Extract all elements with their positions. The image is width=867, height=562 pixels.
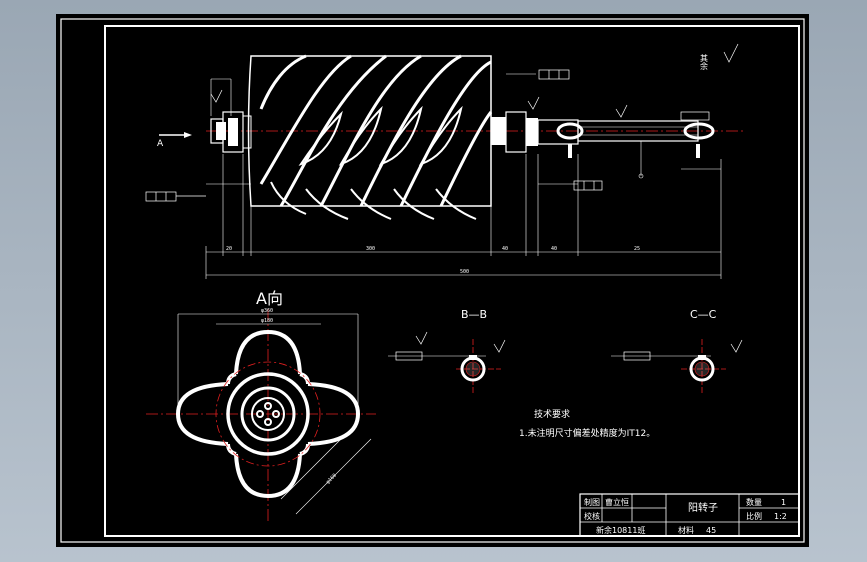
tb-material-value: 45 (706, 526, 716, 535)
helical-lobes (259, 54, 493, 207)
rotor-main-view: A (157, 54, 746, 220)
outer-border (60, 18, 805, 543)
a-view-title: A向 (256, 289, 283, 308)
a-end-view: A向 φ360 φ180 (146, 289, 376, 524)
roughness-symbols (210, 43, 739, 118)
dim-25: 25 (634, 246, 640, 252)
a-view-width-dim: φ360 (261, 308, 273, 314)
cad-drawing: A 500 300 20 40 40 25 (60, 18, 805, 543)
dim-overall-length: 500 (460, 269, 469, 275)
section-cc-title: C—C (690, 308, 717, 321)
tb-part-name: 阳转子 (688, 501, 718, 514)
section-bb: B—B (388, 308, 506, 394)
tech-req-item-1: 1.未注明尺寸偏差处精度为IT12。 (519, 427, 655, 439)
tb-class: 新余10811班 (596, 525, 645, 535)
a-view-diag-dim: φ160 (325, 473, 338, 486)
tb-drafter: 曹立恒 (605, 497, 629, 507)
tb-draw-label: 制图 (584, 497, 600, 507)
dim-40b: 40 (551, 246, 557, 252)
drawing-sheet: A 500 300 20 40 40 25 (56, 14, 809, 547)
tb-scale-label: 比例 (746, 511, 762, 521)
main-dimensions (205, 73, 722, 279)
roughness-rest-label: 其余 (700, 54, 709, 71)
tb-qty-value: 1 (781, 498, 786, 507)
tb-material-label: 材料 (678, 525, 694, 535)
tb-scale-value: 1:2 (774, 512, 787, 521)
tb-check-label: 校核 (584, 511, 600, 521)
title-block: 制图 曹立恒 校核 新余10811班 阳转子 材料 45 数量 1 比例 1:2 (579, 493, 800, 537)
section-bb-title: B—B (461, 308, 487, 321)
dim-40: 40 (502, 246, 508, 252)
lobe-hollows (270, 105, 477, 220)
section-cc: C—C (611, 308, 743, 394)
tb-qty-label: 数量 (746, 497, 762, 507)
drawing-frame (104, 25, 800, 537)
dim-rotor-length: 300 (366, 246, 375, 252)
view-a-arrow-label: A (157, 139, 164, 149)
a-view-inner-dim: φ180 (261, 318, 273, 324)
tolerance-frames (145, 69, 710, 202)
dim-20: 20 (226, 246, 232, 252)
tech-req-heading: 技术要求 (534, 408, 570, 420)
